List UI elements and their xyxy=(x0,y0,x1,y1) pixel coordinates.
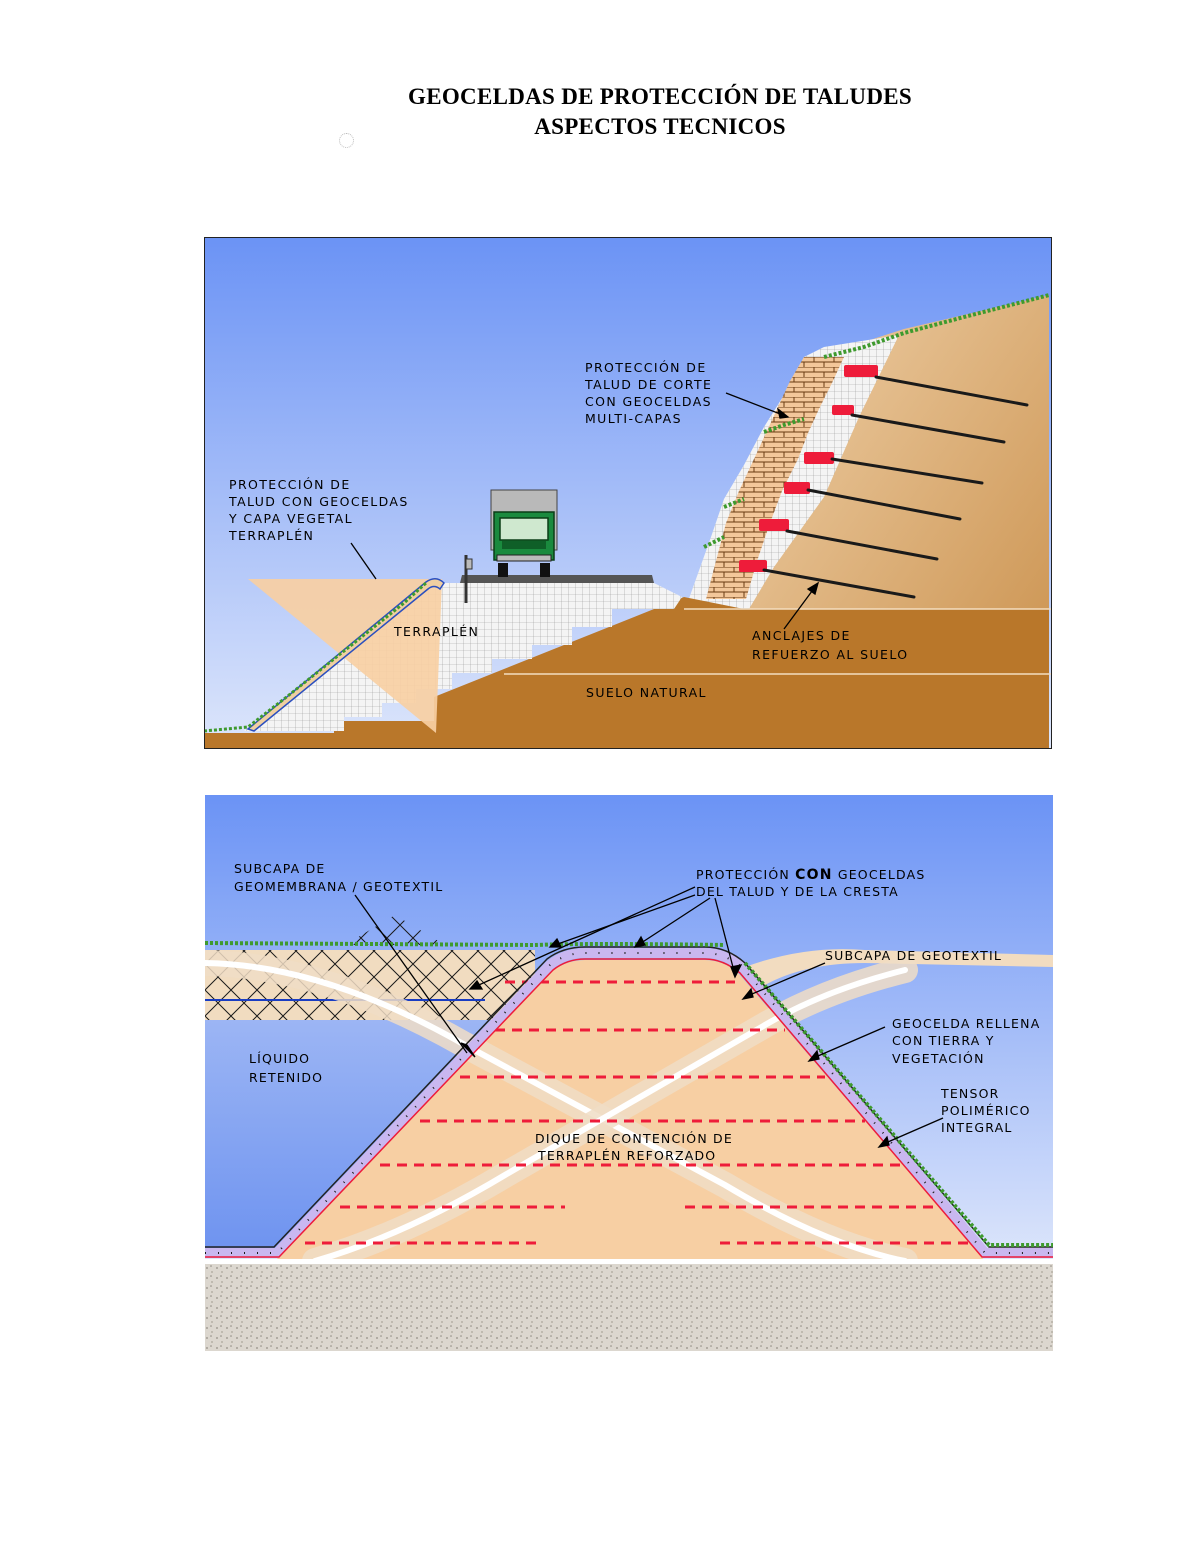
slope-protection-diagram: PROTECCIÓN DE TALUD DE CORTE CON GEOCELD… xyxy=(204,237,1052,749)
dike-facing-outline xyxy=(205,946,1053,1248)
leader-lines xyxy=(350,392,820,630)
fill-protection-label-2: TALUD CON GEOCELDAS xyxy=(228,494,409,509)
foundation-top-line xyxy=(205,1259,1053,1264)
cut-protection-label-4: MULTI-CAPAS xyxy=(585,411,682,426)
page-title-line1: GEOCELDAS DE PROTECCIÓN DE TALUDES xyxy=(408,84,912,109)
right-geotextile-band xyxy=(745,949,1053,985)
crest-protection-label-1: PROTECCIÓN CON GEOCELDAS xyxy=(696,867,926,883)
geomembrane-label-1: SUBCAPA DE xyxy=(234,861,326,876)
cut-protection-label-2: TALUD DE CORTE xyxy=(584,377,712,392)
crest-protection-post: GEOCELDAS xyxy=(838,867,926,882)
dike-grass xyxy=(205,941,1053,1247)
fill-protection-label-1: PROTECCIÓN DE xyxy=(229,477,351,492)
soil-ground xyxy=(204,597,1049,749)
tensor-label-2: POLIMÉRICO xyxy=(941,1103,1031,1118)
geomembrane-label-2: GEOMEMBRANA / GEOTEXTIL xyxy=(234,879,443,894)
anchors-label-1: ANCLAJES DE xyxy=(752,628,851,643)
geotextile-label: SUBCAPA DE GEOTEXTIL xyxy=(825,948,1002,963)
fill-slope-geocell-strip xyxy=(246,578,445,732)
leader-lines xyxy=(354,886,944,1148)
cut-slope-grass-2 xyxy=(703,417,805,549)
cut-slope-multilayer-cells xyxy=(706,357,844,599)
tensor-label-3: INTEGRAL xyxy=(941,1120,1013,1135)
soil-anchor-rods xyxy=(762,375,1029,599)
cut-slope-grass xyxy=(823,293,1050,359)
fill-slope-grass xyxy=(204,581,428,733)
anchor-heads xyxy=(739,365,878,572)
cut-protection-label-1: PROTECCIÓN DE xyxy=(585,360,707,375)
road-surface xyxy=(460,575,654,583)
filled-cell-label-3: VEGETACIÓN xyxy=(892,1051,985,1066)
cut-protection-label-3: CON GEOCELDAS xyxy=(585,394,712,409)
liquid-label-1: LÍQUIDO xyxy=(249,1051,310,1066)
dike-label-2: TERRAPLÉN REFORZADO xyxy=(537,1148,716,1163)
dike-geocell-facing xyxy=(205,948,1053,1258)
truck-icon xyxy=(490,489,558,577)
liquid-label-2: RETENIDO xyxy=(249,1070,323,1085)
crest-protection-bold: CON xyxy=(795,867,833,883)
frame xyxy=(204,237,1052,749)
mesh-peak xyxy=(345,915,445,945)
guard-post-sign xyxy=(465,558,473,570)
filled-cell-label-1: GEOCELDA RELLENA xyxy=(892,1016,1040,1031)
dike-containment-diagram: SUBCAPA DE GEOMEMBRANA / GEOTEXTIL PROTE… xyxy=(205,795,1053,1351)
tensor-label-1: TENSOR xyxy=(940,1086,1000,1101)
natural-soil-label: SUELO NATURAL xyxy=(586,685,707,700)
dike-label-1: DIQUE DE CONTENCIÓN DE xyxy=(535,1131,733,1146)
embankment-label: TERRAPLÉN xyxy=(393,624,479,639)
fill-protection-label-4: TERRAPLÉN xyxy=(228,528,314,543)
gravel-foundation xyxy=(205,1263,1053,1351)
page-title-line2: ASPECTOS TECNICOS xyxy=(534,114,786,139)
fill-protection-label-3: Y CAPA VEGETAL xyxy=(228,511,353,526)
filled-cell-label-2: CON TIERRA Y xyxy=(892,1033,995,1048)
crest-protection-pre: PROTECCIÓN xyxy=(696,867,790,882)
polymeric-tensors xyxy=(305,980,975,1245)
embankment-fill-grid xyxy=(244,583,682,731)
crest-protection-label-2: DEL TALUD Y DE LA CRESTA xyxy=(696,884,899,899)
anchors-label-2: REFUERZO AL SUELO xyxy=(752,647,909,662)
placeholder-circle-icon xyxy=(339,133,354,148)
